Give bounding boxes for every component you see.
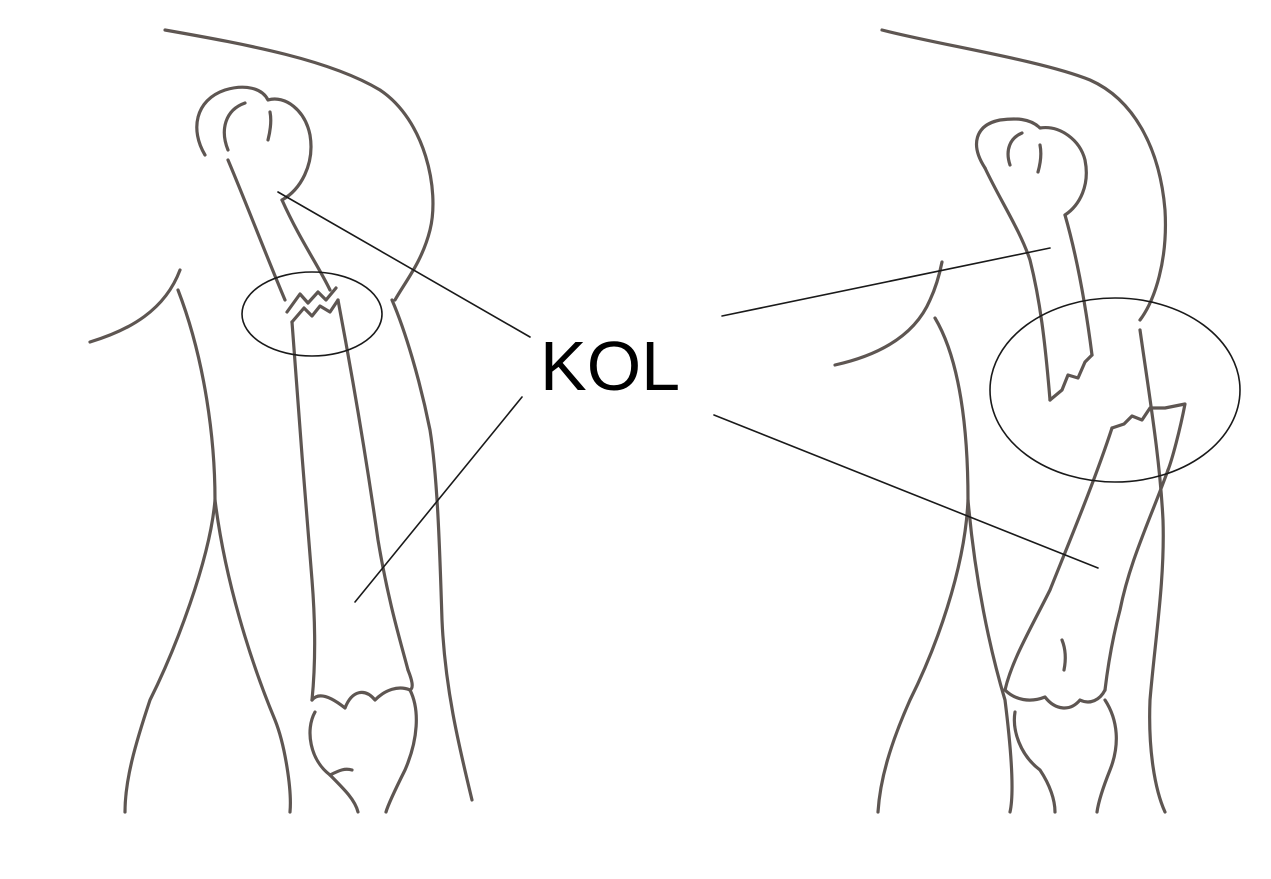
right-outer-arm-outline [878,318,968,812]
left-torso-outline [90,270,180,342]
left-shoulder-outline [165,30,433,300]
center-label: KOL [540,327,680,405]
left-inner-arm-outline [215,500,290,812]
left-fracture-crack [287,288,336,312]
left-humerus-head-inner [224,103,270,150]
left-arm-figure [90,30,472,812]
left-fracture-crack-lower [292,300,338,322]
left-arm-right-outline [392,300,472,800]
right-fracture-highlight [990,298,1240,482]
left-humerus-head [197,87,311,200]
right-lower-shaft [1005,428,1168,690]
right-arm-figure [835,30,1185,812]
right-elbow-joint [1005,690,1105,708]
right-forearm-bone [1014,700,1116,812]
left-humerus-upper-shaft [228,160,330,300]
callout-line-right-lower [714,415,1098,568]
right-shoulder-outline [882,30,1165,320]
left-elbow-joint [312,670,412,708]
right-humerus-head [977,119,1087,215]
left-outer-arm-outline [125,290,215,812]
callout-line-right-upper [722,248,1050,316]
right-elbow-inner [1062,640,1065,670]
right-arm-right-outline [1140,330,1165,812]
right-inner-arm-outline [968,500,1012,812]
left-forearm-bone [310,690,416,812]
callout-line-left-lower [355,397,522,602]
left-forearm-inner [330,769,352,775]
left-humerus-lower-shaft [292,300,408,700]
right-lower-fragment [1112,404,1185,470]
right-torso-outline [835,262,942,365]
right-upper-fragment-break [1050,355,1092,400]
right-humerus-head-inner [1008,133,1041,172]
